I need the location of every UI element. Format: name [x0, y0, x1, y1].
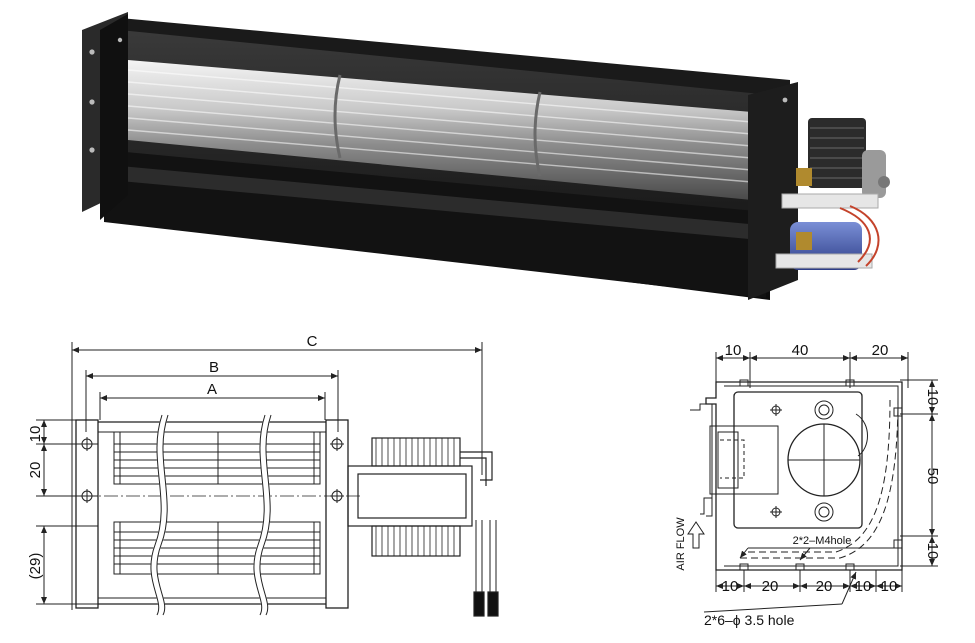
side-bottom-dim-2: 20 — [762, 578, 779, 595]
side-bottom-dim-4: 10 — [855, 578, 872, 595]
dim-label-a: A — [207, 381, 217, 398]
airflow-label: AIR FLOW — [675, 517, 687, 571]
break-lines — [150, 413, 272, 617]
m4-hole-note: 2*2–M4hole — [793, 535, 852, 547]
side-top-dim-3: 20 — [872, 342, 889, 359]
side-bottom-dim-3: 20 — [816, 578, 833, 595]
side-housing — [705, 379, 903, 571]
front-view-drawing: C B A 10 20 (29) — [27, 333, 499, 617]
side-top-dim-1: 10 — [725, 342, 742, 359]
side-motor-plate — [709, 391, 868, 529]
side-bottom-dim-1: 10 — [722, 578, 739, 595]
side-top-dim-2: 40 — [792, 342, 809, 359]
side-view-drawing: 10 40 20 10 50 10 — [675, 342, 941, 628]
motor — [775, 118, 890, 270]
side-right-dim-2: 50 — [924, 468, 941, 485]
front-upper-roller — [113, 431, 321, 485]
side-right-dim-3: 10 — [924, 543, 941, 560]
front-lower-roller — [113, 521, 321, 575]
front-motor — [347, 437, 499, 617]
dim-label-b: B — [209, 359, 219, 376]
side-right-dim-1: 10 — [924, 389, 941, 406]
hole-note: 2*6–ϕ 3.5 hole — [704, 612, 795, 628]
dim-label-c: C — [307, 333, 318, 350]
fan-product-illustration — [82, 12, 890, 300]
front-left-plate — [75, 419, 99, 609]
right-end-plate — [748, 82, 798, 300]
dim-left-10: 10 — [27, 426, 44, 443]
dim-left-20: 20 — [27, 462, 44, 479]
side-bottom-dim-5: 10 — [881, 578, 898, 595]
dim-left-29: (29) — [27, 553, 44, 580]
airflow-arrow: AIR FLOW — [675, 517, 705, 571]
